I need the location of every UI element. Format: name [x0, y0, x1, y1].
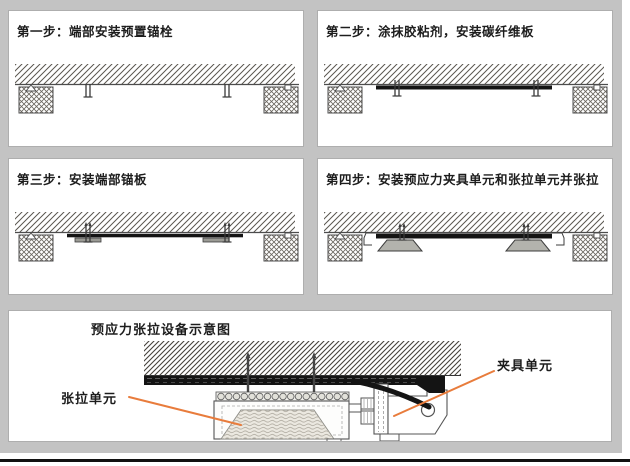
rack-ring	[287, 392, 295, 401]
plate-end-anchor	[417, 376, 445, 393]
anchor-bolt-tip	[398, 223, 402, 227]
step4-title: 第四步：安装预应力夹具单元和张拉单元并张拉	[326, 173, 600, 187]
step3-beam-diagram	[15, 212, 299, 262]
right-anchor-mark	[284, 232, 292, 239]
rack-ring	[318, 392, 326, 401]
tension-unit-inner-dashed	[221, 405, 343, 436]
rack-ring	[302, 392, 310, 401]
schematic-title: 预应力张拉设备示意图	[91, 322, 232, 337]
rack-ring	[279, 392, 287, 401]
rack-ring	[341, 392, 349, 401]
rack-ring	[217, 392, 225, 401]
rack-ring	[263, 392, 272, 401]
step1-title: 第一步：端部安装预置锚栓	[17, 25, 174, 39]
left-anchor-mark	[25, 84, 37, 92]
rack-ring	[333, 392, 341, 401]
anchor-bolt-tip	[84, 222, 88, 226]
step4-beam-diagram	[324, 212, 608, 262]
left-anchor-mark	[334, 84, 346, 92]
ceiling-slab-hatch	[144, 341, 461, 375]
rack-ring	[310, 392, 318, 401]
cfrp-plate	[376, 85, 552, 90]
step4-panel: 第四步：安装预应力夹具单元和张拉单元并张拉	[317, 158, 613, 295]
anchor-bolt-tip	[227, 222, 231, 226]
step3-title: 第三步：安装端部锚板	[17, 173, 148, 187]
tension-unit-foot	[326, 438, 342, 441]
cfrp-plate	[376, 233, 552, 239]
rack-ring	[325, 392, 334, 401]
tensioning-equipment-diagram	[128, 341, 495, 441]
tension-unit-label: 张拉单元	[61, 391, 118, 406]
anchor-bolt-tip	[223, 222, 227, 226]
step1-beam-diagram	[15, 64, 299, 114]
tension-device-left	[376, 239, 424, 252]
step1-panel: 第一步：端部安装预置锚栓	[8, 10, 304, 147]
step2-panel: 第二步：涂抹胶粘剂，安装碳纤维板	[317, 10, 613, 147]
left-anchor-mark	[334, 232, 346, 240]
right-clamp-hook	[552, 232, 565, 246]
step2-beam-diagram	[324, 64, 608, 114]
leader-line-tension-unit	[128, 396, 242, 426]
right-support-block	[263, 234, 299, 262]
tension-device-right	[504, 239, 552, 252]
rack-ring	[240, 392, 248, 401]
right-anchor-mark	[284, 84, 292, 91]
right-anchor-mark	[593, 232, 601, 239]
left-clamp-hook	[363, 232, 376, 246]
cfrp-plate	[67, 233, 243, 238]
schematic-panel: 预应力张拉设备示意图 张拉单元 夹具单元	[8, 310, 612, 442]
left-support-block	[18, 234, 54, 262]
anchor-bolt-tip	[522, 223, 526, 227]
tension-wedge-hatch	[221, 410, 334, 439]
rack-ring	[248, 392, 256, 401]
right-anchor-mark	[593, 84, 601, 91]
cfrp-plate	[144, 376, 431, 385]
clamp-unit-label: 夹具单元	[497, 358, 554, 373]
anchor-bolt-tip	[311, 352, 317, 358]
anchor-bolt-tip	[402, 223, 406, 227]
right-support-block	[263, 86, 299, 114]
anchor-bolt-tip	[88, 222, 92, 226]
right-support-block	[572, 86, 608, 114]
left-anchor-mark	[25, 232, 37, 240]
rack-ring	[256, 392, 264, 401]
rack-ring	[232, 392, 241, 401]
leader-line-clamp-unit	[393, 370, 495, 417]
end-anchor-plate	[74, 237, 102, 243]
rack-ring	[294, 392, 303, 401]
concrete-slab-hatch	[324, 64, 604, 84]
anchor-bolt-tip	[526, 223, 530, 227]
rack-ring	[225, 392, 233, 401]
bottom-rule	[0, 459, 630, 462]
step3-panel: 第三步：安装端部锚板	[8, 158, 304, 295]
step2-title: 第二步：涂抹胶粘剂，安装碳纤维板	[326, 25, 535, 39]
anchor-bolt-tip	[245, 352, 251, 358]
piston-rod	[348, 403, 362, 413]
concrete-slab-hatch	[324, 212, 604, 232]
concrete-slab-hatch	[15, 64, 295, 84]
clamp-foot	[379, 433, 400, 441]
rack-ring	[271, 392, 279, 401]
right-support-block	[572, 234, 608, 262]
concrete-slab-hatch	[15, 212, 295, 232]
